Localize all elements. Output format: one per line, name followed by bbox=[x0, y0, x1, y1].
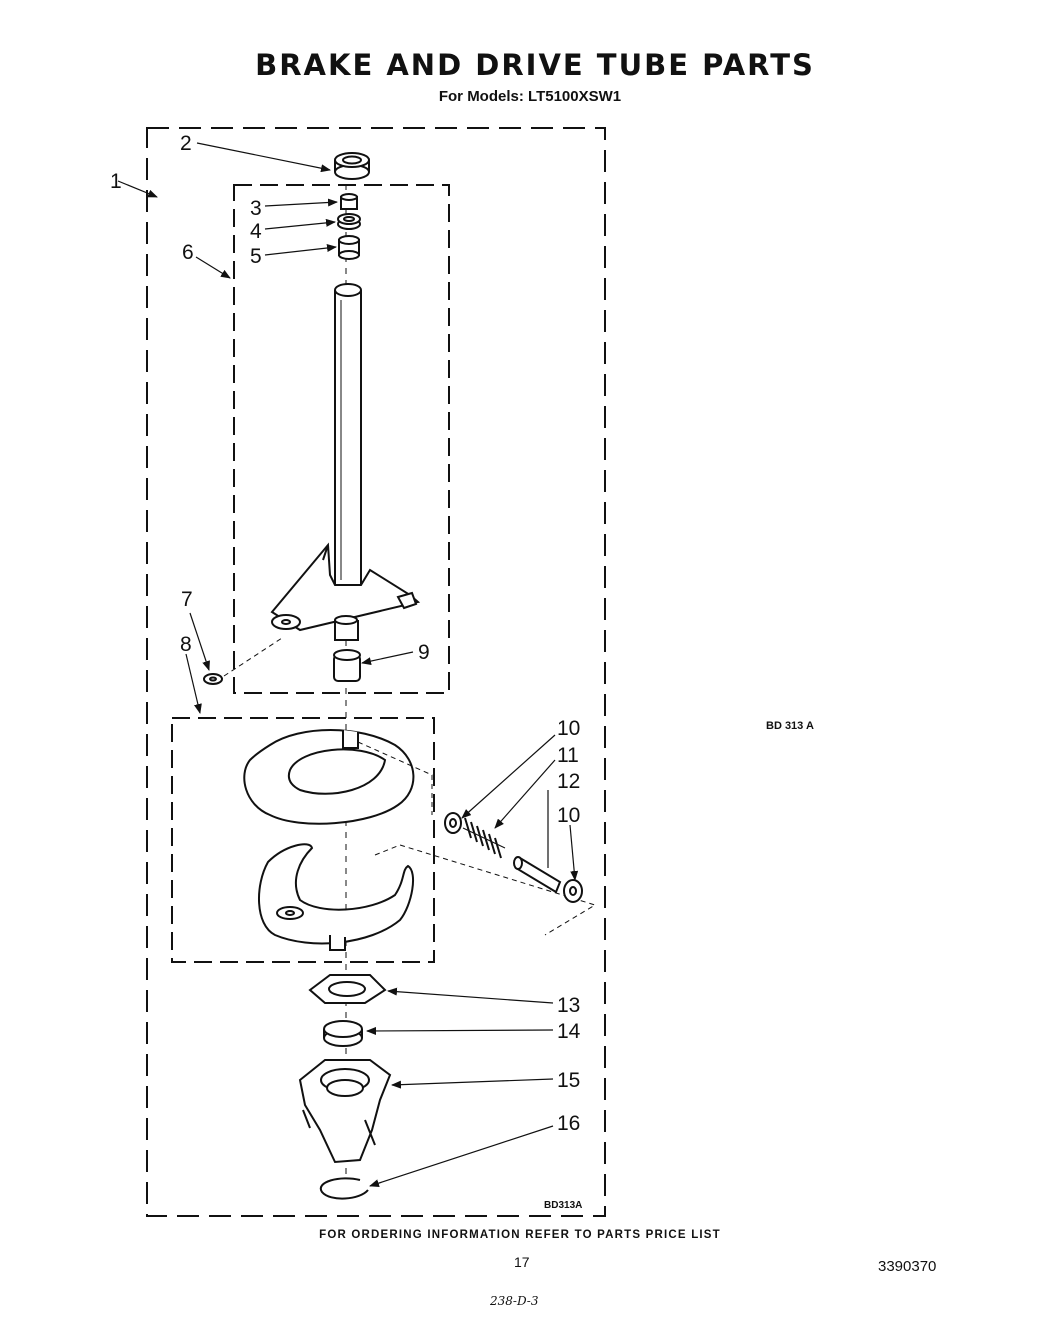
assembly-1-outline bbox=[146, 127, 606, 1217]
assembly-6-outline bbox=[233, 184, 450, 694]
callout-1: 1 bbox=[110, 170, 122, 193]
part-8-brake-shoe-lower bbox=[258, 843, 415, 951]
callout-7: 7 bbox=[181, 588, 193, 611]
model-subtitle: For Models: LT5100XSW1 bbox=[438, 88, 622, 105]
callout-2: 2 bbox=[180, 132, 192, 155]
callout-15: 15 bbox=[557, 1069, 580, 1092]
part-13-plate bbox=[308, 974, 387, 1004]
callout-5: 5 bbox=[250, 245, 262, 268]
part-14-ring bbox=[323, 1020, 363, 1047]
callout-3: 3 bbox=[250, 197, 262, 220]
part-4-seal bbox=[337, 213, 361, 230]
part-16-snap-ring bbox=[319, 1177, 369, 1200]
part-5-bearing bbox=[338, 235, 360, 260]
part-15-housing bbox=[298, 1059, 392, 1164]
part-10-washer-b bbox=[563, 879, 583, 903]
inner-reference-code: BD313A bbox=[544, 1200, 582, 1211]
part-2-seal bbox=[334, 152, 370, 180]
callout-16: 16 bbox=[557, 1112, 580, 1135]
callout-12: 12 bbox=[557, 770, 580, 793]
callout-4: 4 bbox=[250, 220, 262, 243]
callout-14: 14 bbox=[557, 1020, 581, 1043]
page-number: 17 bbox=[514, 1254, 530, 1270]
callout-6: 6 bbox=[182, 241, 194, 264]
document-number: 3390370 bbox=[878, 1258, 937, 1275]
callout-11: 11 bbox=[557, 744, 579, 767]
part-12-pin bbox=[513, 856, 562, 894]
part-10-washer-a bbox=[444, 812, 462, 834]
callout-13: 13 bbox=[557, 994, 580, 1017]
part-6-drive-tube bbox=[270, 283, 421, 641]
callout-9: 9 bbox=[418, 641, 430, 664]
ordering-note: FOR ORDERING INFORMATION REFER TO PARTS … bbox=[319, 1229, 721, 1241]
page-title: BRAKE AND DRIVE TUBE PARTS bbox=[255, 48, 815, 82]
callout-10b: 10 bbox=[557, 804, 580, 827]
reference-code: BD 313 A bbox=[766, 720, 814, 732]
part-7-washer bbox=[203, 673, 223, 685]
callout-10a: 10 bbox=[557, 717, 580, 740]
part-3-bushing bbox=[340, 193, 358, 210]
assembly-8-outline bbox=[171, 717, 435, 963]
part-8-brake-shoe-upper bbox=[243, 729, 415, 825]
leader-lines bbox=[117, 142, 579, 1187]
callout-8: 8 bbox=[180, 633, 192, 656]
part-11-spring bbox=[462, 817, 506, 859]
part-9-bushing bbox=[333, 649, 361, 682]
callout-numbers: 1 2 3 4 5 6 7 8 9 10 11 12 10 13 14 15 1… bbox=[110, 132, 581, 1135]
handwritten-note: 238-D-3 bbox=[490, 1294, 539, 1308]
